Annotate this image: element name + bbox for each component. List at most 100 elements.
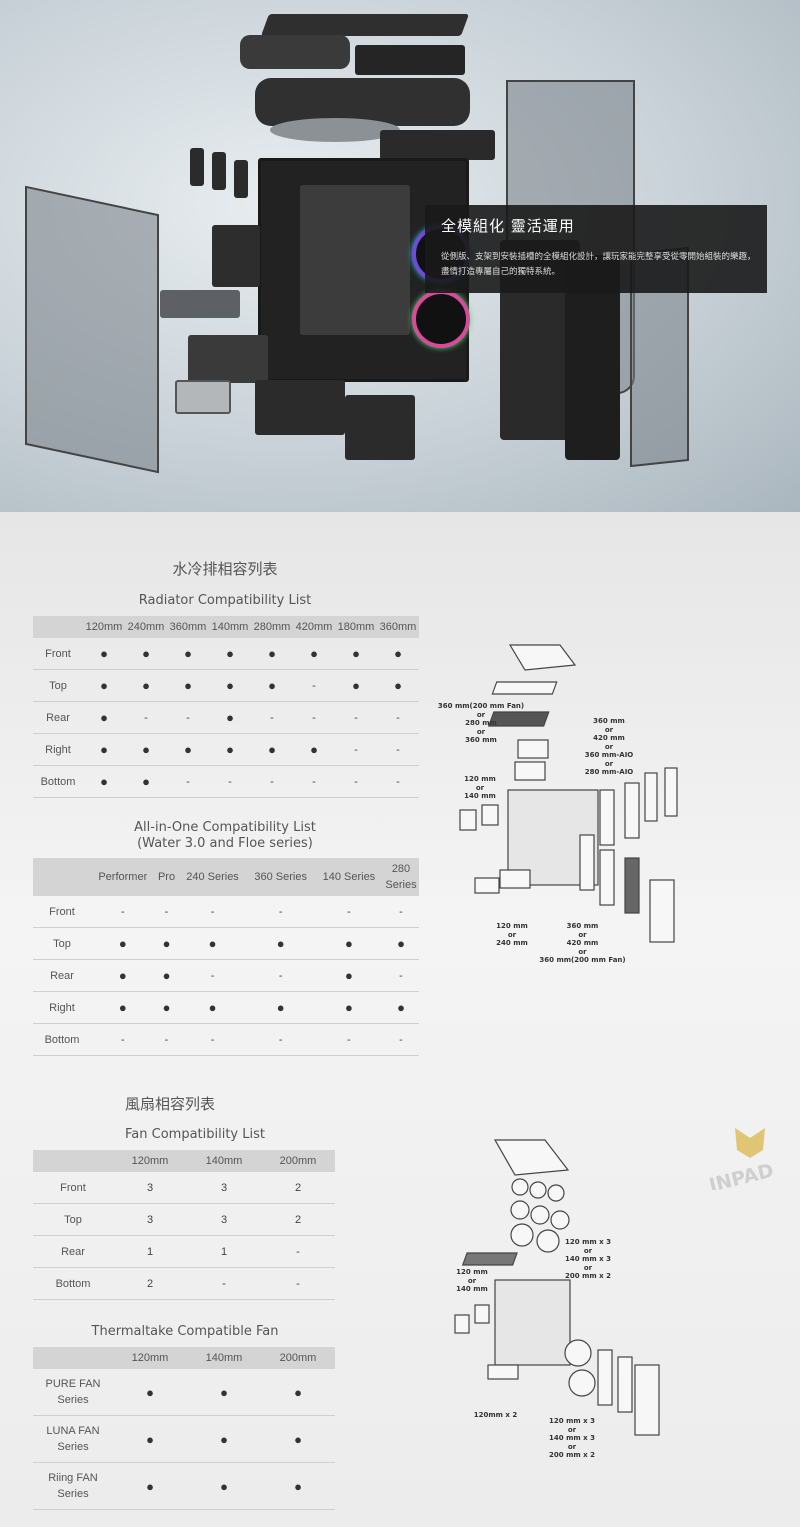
radiator-cell: - [335, 733, 377, 766]
fan-cell: - [261, 1267, 335, 1300]
io-panel [380, 130, 495, 160]
top-panel-left [240, 35, 350, 69]
diagram-top-fans [491, 681, 558, 695]
radiator-row: Right●●●●●●-- [33, 733, 419, 766]
radiator-title-zh: 水冷排相容列表 [172, 560, 278, 578]
fan-cell: - [261, 1235, 335, 1268]
rad-label-bottom-left: 120 mm or 240 mm [496, 922, 528, 947]
radiator-header-1: 120mm [83, 616, 125, 638]
aio-cell: - [246, 959, 315, 992]
radiator-title-en: Radiator Compatibility List [138, 593, 312, 608]
fan-label-bottom-left: 120mm x 2 [473, 1411, 518, 1419]
radiator-cell: - [125, 701, 167, 734]
tt_fan-cell: ● [187, 1415, 261, 1463]
fan-cell: 1 [113, 1235, 187, 1268]
aio-cell: - [383, 959, 419, 992]
radiator-row-label: Rear [33, 701, 83, 734]
aio-cell: - [383, 896, 419, 928]
aio-row-label: Front [33, 896, 91, 928]
bracket-3 [234, 160, 248, 198]
radiator-cell: ● [209, 701, 251, 734]
radiator-cell: ● [83, 638, 125, 670]
fan-label-left: 120 mm or 140 mm [456, 1268, 488, 1293]
tt_fan-header-2: 140mm [187, 1347, 261, 1369]
radiator-cell: ● [377, 638, 419, 670]
drive-cage-1 [255, 380, 345, 435]
left-glass-panel [25, 185, 159, 474]
radiator-header-8: 360mm [377, 616, 419, 638]
radiator-row: Front●●●●●●●● [33, 638, 419, 670]
radiator-cell: ● [251, 733, 293, 766]
radiator-row: Bottom●●------ [33, 765, 419, 798]
aio-cell: - [91, 896, 155, 928]
radiator-cell: ● [209, 669, 251, 702]
aio-header-3: 240 Series [178, 858, 247, 896]
aio-header-6: 280 Series [383, 858, 419, 896]
radiator-cell: ● [209, 638, 251, 670]
radiator-header-3: 360mm [167, 616, 209, 638]
row-label-line2: Series [57, 1394, 89, 1406]
radiator-cell: ● [335, 669, 377, 702]
diagram-rad-right-1 [599, 789, 615, 846]
psu-filter [175, 380, 231, 414]
inpad-logo: INPAD [707, 1128, 776, 1190]
aio-row-label: Top [33, 927, 91, 960]
aio-cell: - [178, 896, 247, 928]
caption-text: 從側版、支架到安裝插槽的全模組化設計，讓玩家能完整享受從零開始組裝的樂趣，盡情打… [441, 252, 756, 277]
aio-header-4: 360 Series [246, 858, 315, 896]
fan-diagram-rear-fan-2 [474, 1304, 490, 1324]
radiator-cell: - [377, 701, 419, 734]
aio-row: Front------ [33, 896, 419, 928]
radiator-cell: - [377, 733, 419, 766]
tt_fan-cell: ● [187, 1462, 261, 1510]
radiator-diagram [459, 644, 678, 943]
radiator-cell: - [293, 765, 335, 798]
rad-label-left: 120 mm or 140 mm [464, 775, 496, 800]
aio-cell: ● [91, 991, 155, 1024]
aio-cell: - [91, 1023, 155, 1056]
radiator-header-blank [33, 616, 83, 638]
row-label-line2: Series [57, 1488, 89, 1500]
diagram-module-1 [517, 739, 549, 759]
diagram-rad-front-3 [624, 857, 640, 914]
rad-label-right: 360 mm or 420 mm or 360 mm-AIO or 280 mm… [584, 717, 634, 776]
radiator-cell: ● [83, 669, 125, 702]
radiator-cell: ● [125, 765, 167, 798]
radiator-cell: - [335, 765, 377, 798]
aio-cell: - [154, 896, 179, 928]
diagram-rad-right-4 [664, 767, 678, 817]
tt_fan-header-1: 120mm [113, 1347, 187, 1369]
aio-cell: - [178, 959, 247, 992]
radiator-cell: ● [167, 638, 209, 670]
fan-diagram-side-fan-1 [564, 1339, 592, 1367]
fan-cell: 3 [113, 1172, 187, 1204]
tt_fan-cell: ● [113, 1369, 187, 1416]
radiator-header-7: 180mm [335, 616, 377, 638]
radiator-cell: - [293, 701, 335, 734]
diagram-module-2 [514, 761, 546, 781]
fan-diagram [454, 1139, 660, 1436]
aio-row: Rear●●--●- [33, 959, 419, 992]
fan-row-label: Top [33, 1203, 113, 1236]
psu-shroud [188, 335, 268, 383]
aio-cell: - [383, 1023, 419, 1056]
aio-row-label: Bottom [33, 1023, 91, 1056]
fan-header-1: 120mm [113, 1150, 187, 1172]
aio-cell: ● [314, 927, 383, 960]
radiator-header-5: 280mm [251, 616, 293, 638]
tt_fan-header-3: 200mm [261, 1347, 335, 1369]
drive-cage-2 [345, 395, 415, 460]
bracket-1 [190, 148, 204, 186]
diagram-rad-front-2 [599, 849, 615, 906]
radiator-cell: - [209, 765, 251, 798]
diagram-top-radiator [487, 711, 550, 727]
fan-diagram-rear-fan-1 [454, 1314, 470, 1334]
radiator-cell: ● [167, 733, 209, 766]
